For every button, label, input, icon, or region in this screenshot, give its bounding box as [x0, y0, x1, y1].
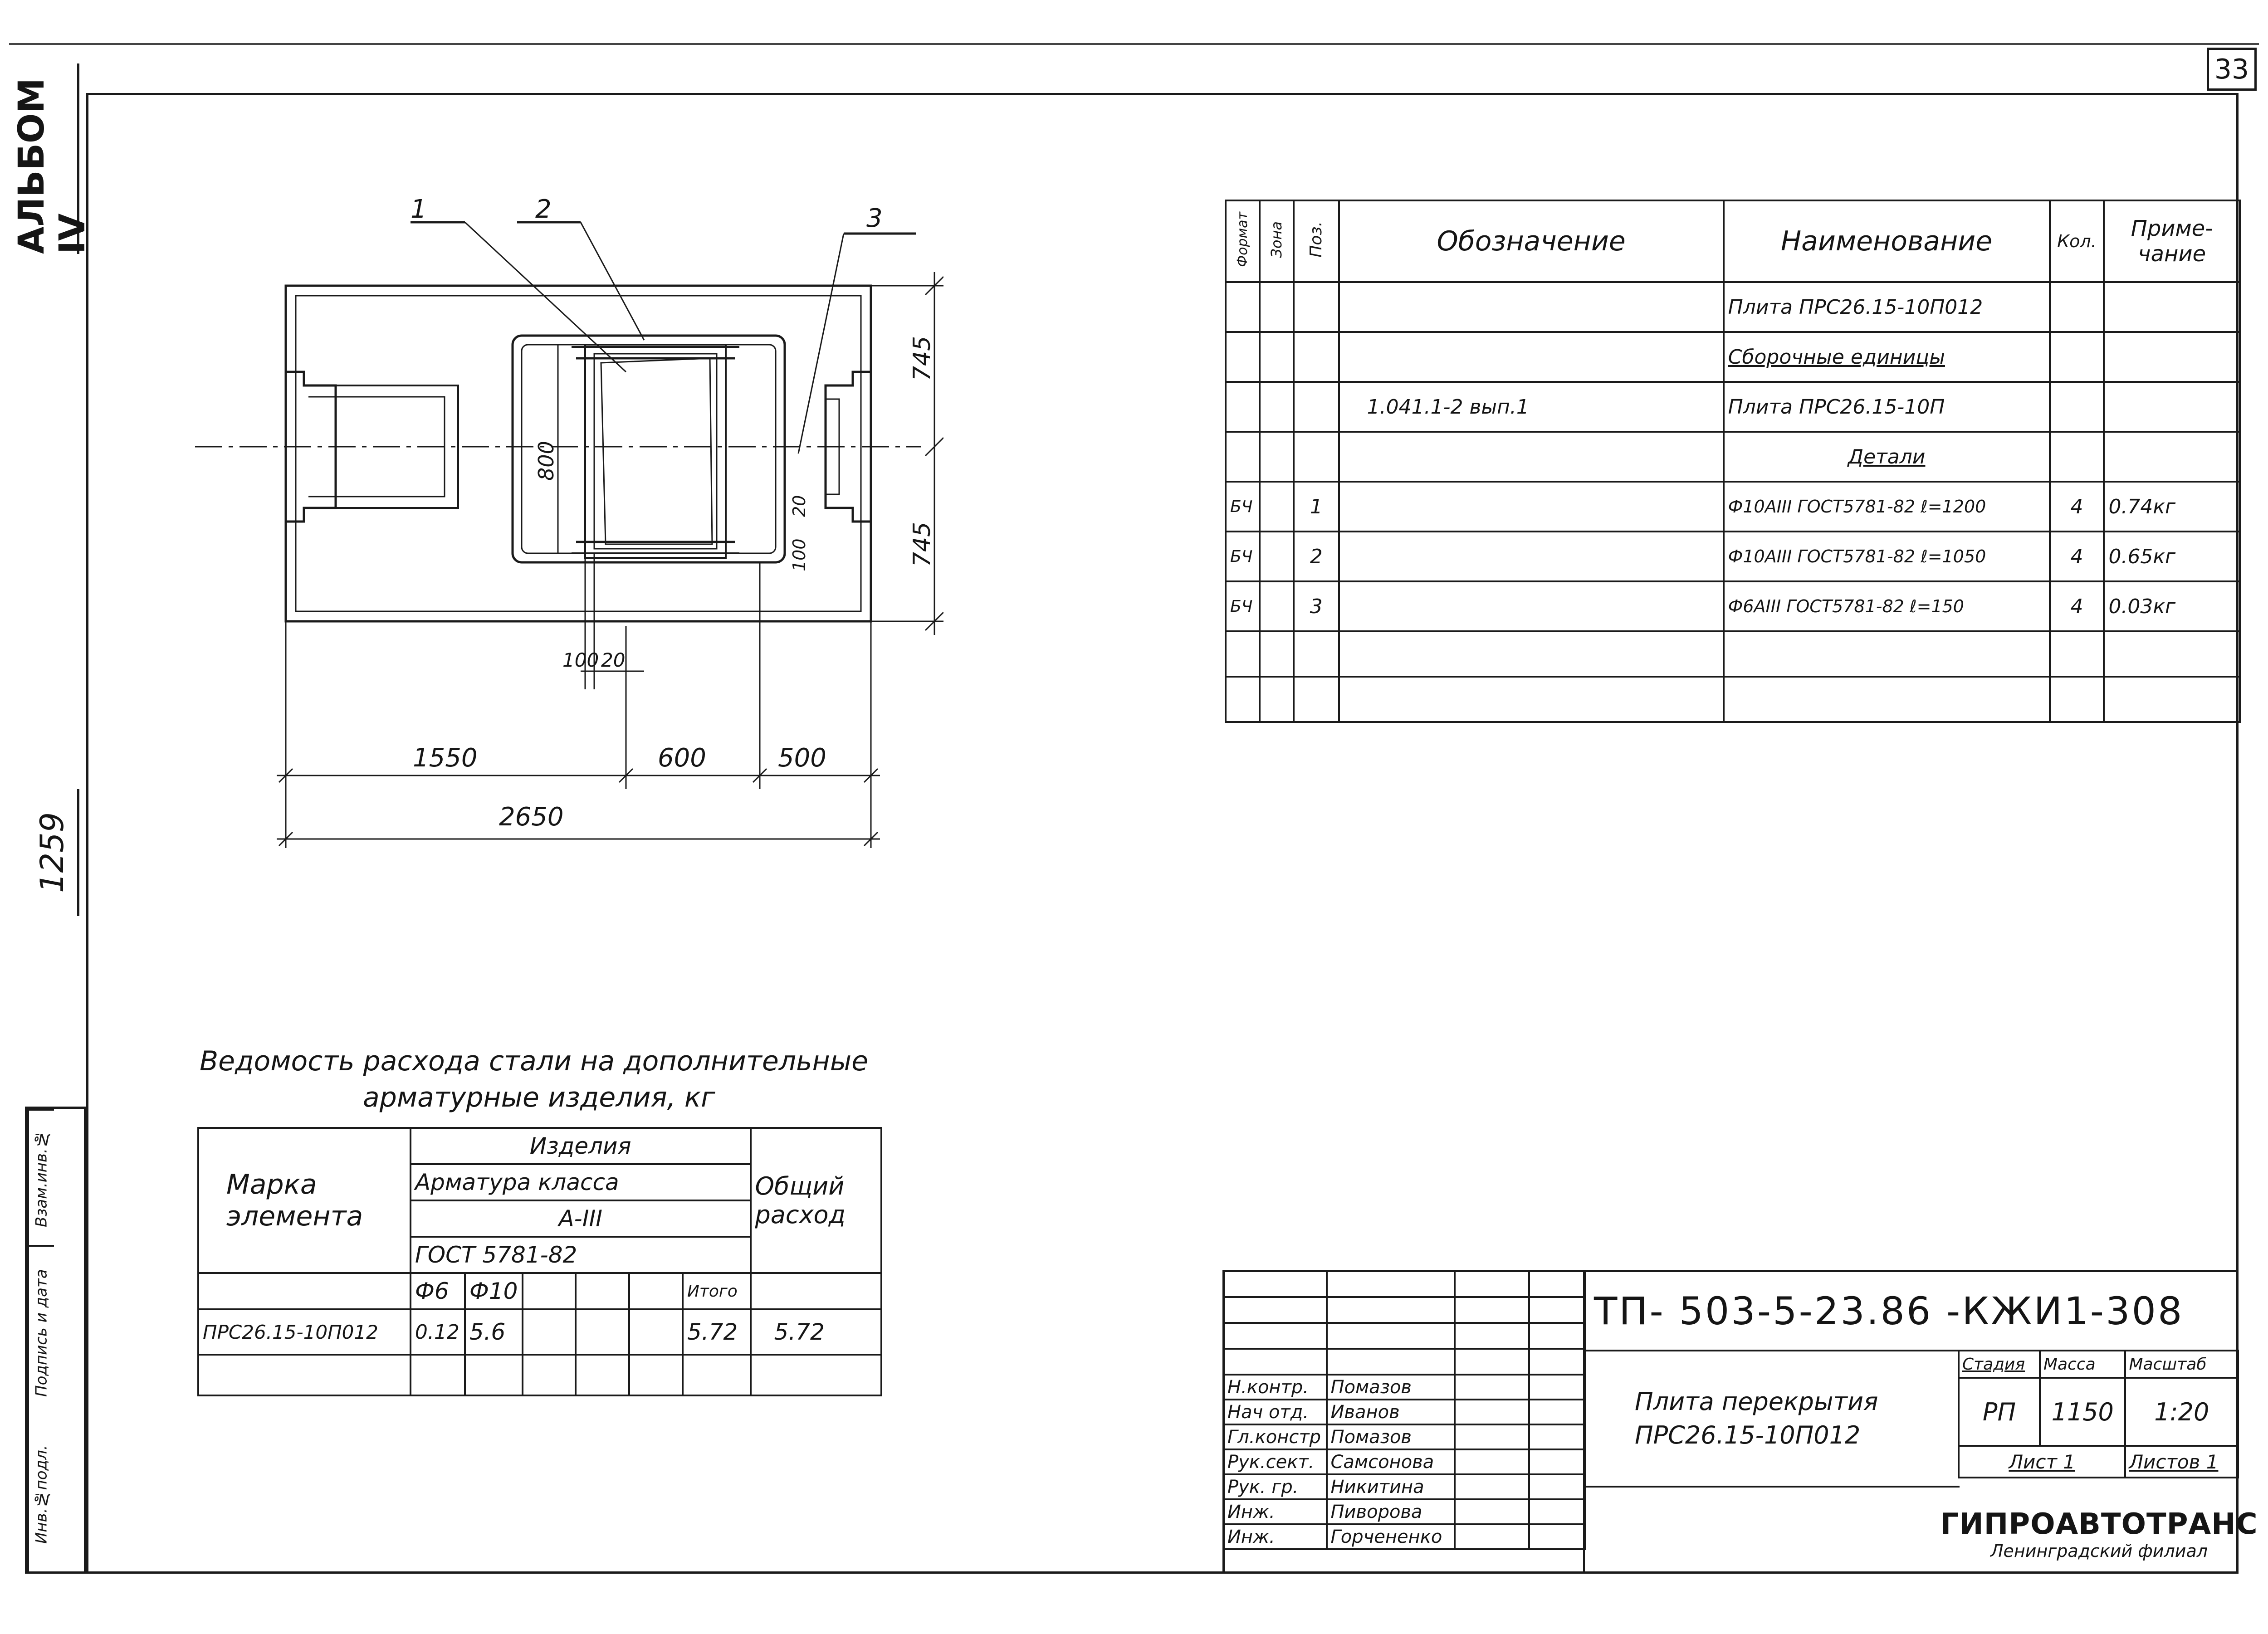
- items-header: Изделия: [409, 1127, 752, 1164]
- opening-void: [600, 357, 713, 545]
- document-code: ТП- 503-5-23.86 -КЖИ1-308: [1583, 1272, 2236, 1351]
- dim-20: 20: [601, 649, 625, 671]
- page-number: 33: [2214, 53, 2249, 85]
- d10-header: Ф10: [464, 1272, 523, 1310]
- table-row: Нач отд.Иванов: [1222, 1399, 1586, 1425]
- table-row: Рук. гр.Никитина: [1222, 1473, 1586, 1500]
- blank-cell: [1583, 1488, 1960, 1574]
- dim-1550: 1550: [413, 743, 478, 773]
- dim-2650: 2650: [499, 802, 564, 832]
- org-branch: Ленинградский филиал: [1990, 1541, 2208, 1561]
- header-format: Формат: [1225, 200, 1261, 283]
- table-row: [1225, 676, 2241, 723]
- gost-header: ГОСТ 5781-82: [409, 1236, 752, 1274]
- slab-drawing: 1 2 3 745 745 1490 800 20 100 100 20 155…: [195, 195, 943, 848]
- header-qty: Кол.: [2048, 200, 2105, 283]
- d6-header: Ф6: [409, 1272, 466, 1310]
- steel-title-line1: Ведомость расхода стали на дополнительны…: [200, 1045, 868, 1077]
- title-block: Н.контр.Помазов Нач отд.Иванов Гл.констр…: [1222, 1270, 2258, 1574]
- table-row: Рук.сект.Самсонова: [1222, 1449, 1586, 1475]
- stamp-vzam: Взам.инв.№: [27, 1109, 54, 1247]
- mark-header: Марка элемента: [197, 1127, 411, 1274]
- opening-frame: [584, 344, 727, 559]
- drawing-frame: [86, 93, 2239, 1574]
- scale-label: Масштаб: [2124, 1350, 2239, 1379]
- stage-mass-scale: Стадия Масса Масштаб РП 1150 1:20 Лист 1…: [1957, 1350, 2239, 1478]
- steel-table-title: Ведомость расхода стали на дополнительны…: [200, 1043, 925, 1116]
- dim-745-top: 745: [909, 336, 936, 381]
- table-row: Детали: [1225, 431, 2241, 483]
- table-row: Инж.Горчененко: [1222, 1523, 1586, 1550]
- opening-frame-2: [593, 353, 718, 550]
- scale-value: 1:20: [2124, 1377, 2239, 1447]
- mass-label: Масса: [2038, 1350, 2126, 1379]
- dim-500: 500: [778, 743, 826, 773]
- header-pos: Поз.: [1292, 200, 1340, 283]
- table-row: ПРС26.15-10П012 0.12 5.6 5.72 5.72: [197, 1308, 883, 1356]
- dim-20-right: 20: [789, 495, 809, 517]
- steel-title-line2: арматурные изделия, кг: [363, 1082, 715, 1113]
- stage-value: РП: [1958, 1377, 2041, 1447]
- table-row: Плита ПРС26.15-10П012: [1225, 281, 2241, 333]
- table-row: Инж.Пиворова: [1222, 1498, 1586, 1525]
- dim-100: 100: [562, 649, 599, 671]
- header-name: Наименование: [1722, 200, 2051, 283]
- top-border-line: [9, 43, 2259, 45]
- callout-3: 3: [866, 204, 883, 233]
- object-name: Плита перекрытия ПРС26.15-10П012: [1583, 1351, 1960, 1488]
- specification-table: Формат Зона Поз. Обозначение Наименовани…: [1225, 200, 2241, 723]
- table-row: [1225, 630, 2241, 678]
- steel-table: Марка элемента Изделия Общий расход Арма…: [197, 1127, 883, 1396]
- mass-value: 1150: [2038, 1377, 2126, 1447]
- side-number: 1259: [27, 789, 79, 916]
- reinf-header: Арматура класса: [409, 1163, 752, 1201]
- table-row: Сборочные единицы: [1225, 331, 2241, 383]
- dim-100-right: 100: [789, 538, 809, 571]
- dim-745-bottom: 745: [909, 522, 936, 567]
- table-row: Н.контр.Помазов: [1222, 1374, 1586, 1400]
- page-number-box: 33: [2207, 48, 2257, 91]
- sheets-label: Листов 1: [2124, 1445, 2239, 1478]
- org-name: ГИПРОАВТОТРАНС: [1940, 1507, 2258, 1541]
- callout-1: 1: [411, 195, 427, 224]
- dim-800: 800: [534, 441, 558, 481]
- opening-outer: [511, 334, 786, 564]
- header-designation: Обозначение: [1338, 200, 1725, 283]
- table-row: [197, 1354, 883, 1396]
- dim-600: 600: [658, 743, 706, 773]
- total-header: Итого: [681, 1272, 752, 1310]
- header-note: Приме-чание: [2103, 200, 2241, 283]
- approval-grid: Н.контр.Помазов Нач отд.Иванов Гл.констр…: [1222, 1270, 1586, 1550]
- left-stamp-strip: Взам.инв.№ Подпись и дата Инв.№подл.: [25, 1107, 86, 1574]
- class-header: А-III: [409, 1200, 752, 1238]
- sheet-label: Лист 1: [1957, 1445, 2126, 1478]
- callout-2: 2: [535, 195, 552, 224]
- organization: ГИПРОАВТОТРАНС Ленинградский филиал: [1940, 1494, 2257, 1574]
- slab-outline: [284, 284, 872, 623]
- stage-label: Стадия: [1958, 1350, 2041, 1379]
- stamp-sign-date: Подпись и дата: [27, 1245, 54, 1419]
- header-zone: Зона: [1258, 200, 1295, 283]
- slab-inner-outline: [295, 295, 862, 612]
- opening-inner: [521, 344, 777, 554]
- stamp-inv-podl: Инв.№подл.: [27, 1417, 54, 1571]
- overall-header: Общий расход: [749, 1127, 883, 1274]
- album-label: АЛЬБОМ IV: [11, 63, 93, 254]
